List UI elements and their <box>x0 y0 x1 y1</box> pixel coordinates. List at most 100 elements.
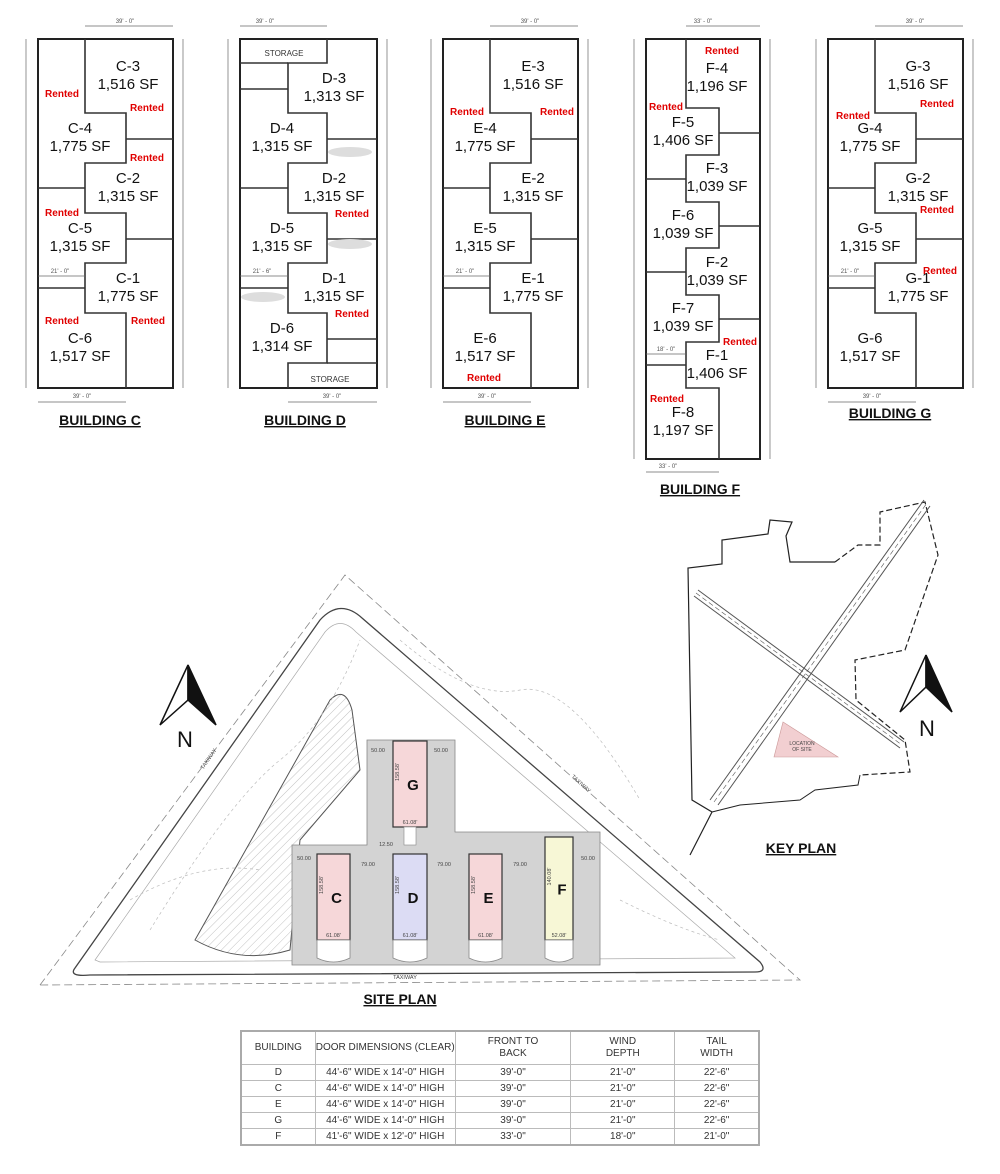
unit-c-1: C-11,775 SF <box>98 270 159 305</box>
table-cell: C <box>240 1080 316 1097</box>
building-width-label: 52.08' <box>552 933 567 939</box>
connector <box>403 826 417 846</box>
unit-square-footage: 1,315 SF <box>840 238 901 255</box>
table-cell: 22'-6" <box>674 1064 760 1081</box>
unit-name: C-1 <box>116 270 140 287</box>
rented-tag: Rented <box>920 205 954 216</box>
spacing-dimension-label: 50.00 <box>434 748 448 754</box>
building-letter: G <box>407 777 419 794</box>
unit-name: G-3 <box>905 58 930 75</box>
unit-square-footage: 1,775 SF <box>50 138 111 155</box>
unit-name: D-4 <box>270 120 294 137</box>
site-building-g: G61.08'158.58' <box>392 740 428 828</box>
redacted-mark <box>328 239 372 249</box>
rented-tag: Rented <box>920 99 954 110</box>
door-dimensions-table: BUILDING DOOR DIMENSIONS (CLEAR) FRONT T… <box>240 1030 760 1146</box>
unit-name: F-6 <box>672 207 695 224</box>
rented-tag: Rented <box>705 46 739 57</box>
rented-tag: Rented <box>335 209 369 220</box>
unit-square-footage: 1,406 SF <box>653 132 714 149</box>
building-length-label: 140.08' <box>547 868 553 886</box>
building-width-label: 61.08' <box>403 820 418 826</box>
building-title: BUILDING G <box>849 405 932 421</box>
north-arrow-icon <box>899 654 953 713</box>
unit-name: G-5 <box>857 220 882 237</box>
key-north-label: N <box>919 716 935 741</box>
unit-d-3: D-31,313 SF <box>304 70 365 105</box>
key-plan-title: KEY PLAN <box>766 840 837 856</box>
unit-square-footage: 1,775 SF <box>888 288 949 305</box>
unit-name: E-2 <box>521 170 544 187</box>
building-letter: D <box>408 890 419 907</box>
unit-square-footage: 1,313 SF <box>304 88 365 105</box>
building-length-label: 158.58' <box>395 876 401 894</box>
unit-f-4: F-41,196 SF <box>687 60 748 95</box>
table-cell: 44'-6" WIDE x 14'-0" HIGH <box>314 1096 456 1113</box>
apron <box>468 939 503 963</box>
demising-wall <box>287 39 328 388</box>
unit-f-7: F-71,039 SF <box>653 300 714 335</box>
site-building-d: D 61.08' 158.58' <box>392 853 428 963</box>
redacted-mark <box>328 147 372 157</box>
table-cell: 44'-6" WIDE x 14'-0" HIGH <box>314 1064 456 1081</box>
building-title: BUILDING D <box>264 412 346 428</box>
rented-tag: Rented <box>467 373 501 384</box>
table-cell: 44'-6" WIDE x 14'-0" HIGH <box>314 1112 456 1129</box>
unit-name: D-5 <box>270 220 294 237</box>
unit-square-footage: 1,315 SF <box>304 288 365 305</box>
building-width-label: 61.08' <box>403 933 418 939</box>
building-title: BUILDING F <box>660 481 741 497</box>
spacing-dimension-label: 50.00 <box>371 748 385 754</box>
rented-tag: Rented <box>836 111 870 122</box>
rented-tag: Rented <box>45 316 79 327</box>
exterior-wall <box>442 38 579 389</box>
unit-square-footage: 1,315 SF <box>50 238 111 255</box>
unit-square-footage: 1,315 SF <box>888 188 949 205</box>
table-cell: 18'-0" <box>570 1128 676 1146</box>
storage-label: STORAGE <box>311 375 350 384</box>
site-plan-title: SITE PLAN <box>363 991 436 1007</box>
table-cell: 22'-6" <box>674 1112 760 1129</box>
unit-e-1: E-11,775 SF <box>503 270 564 305</box>
site-north-label: N <box>177 727 193 752</box>
spacing-dimension-label: 50.00 <box>297 856 311 862</box>
demising-wall <box>84 39 127 388</box>
unit-square-footage: 1,315 SF <box>252 238 313 255</box>
north-arrow-icon <box>159 664 217 726</box>
paved-area <box>291 739 601 966</box>
unit-square-footage: 1,315 SF <box>98 188 159 205</box>
unit-square-footage: 1,775 SF <box>455 138 516 155</box>
building-length-label: 158.58' <box>471 876 477 894</box>
building-f-floor-plan: 33' - 0"33' - 0"18' - 0"F-41,196 SFF-51,… <box>633 19 771 497</box>
building-footprint <box>468 853 503 941</box>
exterior-wall <box>239 38 378 389</box>
unit-square-footage: 1,315 SF <box>252 138 313 155</box>
table-cell: 39'-0" <box>454 1080 572 1097</box>
building-d-floor-plan: 39' - 0"39' - 0"21' - 6"D-31,313 SFD-41,… <box>227 19 388 428</box>
top-dimension-label: 39' - 0" <box>116 19 135 25</box>
site-plan: G61.08'158.58'C61.08'158.58'D61.08'158.5… <box>39 574 802 1007</box>
unit-square-footage: 1,314 SF <box>252 338 313 355</box>
runway-ne <box>709 499 931 806</box>
bottom-dimension-label: 39' - 0" <box>478 394 497 400</box>
taxiway-edge <box>72 607 764 976</box>
table-cell: 22'-6" <box>674 1080 760 1097</box>
col-door-dimensions: DOOR DIMENSIONS (CLEAR) <box>314 1030 456 1065</box>
top-dimension-label: 39' - 0" <box>906 19 925 25</box>
inner-dimension-label: 21' - 0" <box>456 269 475 275</box>
taxiway-label-right: TAXIWAY <box>570 774 592 795</box>
unit-e-4: E-41,775 SF <box>455 120 516 155</box>
unit-name: F-1 <box>706 347 729 364</box>
building-title: BUILDING C <box>59 412 141 428</box>
unit-square-footage: 1,775 SF <box>840 138 901 155</box>
location-label-2: OF SITE <box>792 747 812 753</box>
top-dimension-label: 39' - 0" <box>256 19 275 25</box>
unit-square-footage: 1,039 SF <box>653 318 714 335</box>
table-cell: 39'-0" <box>454 1064 572 1081</box>
building-width-label: 61.08' <box>478 933 493 939</box>
bottom-dimension-label: 39' - 0" <box>73 394 92 400</box>
unit-g-6: G-61,517 SF <box>840 330 901 365</box>
